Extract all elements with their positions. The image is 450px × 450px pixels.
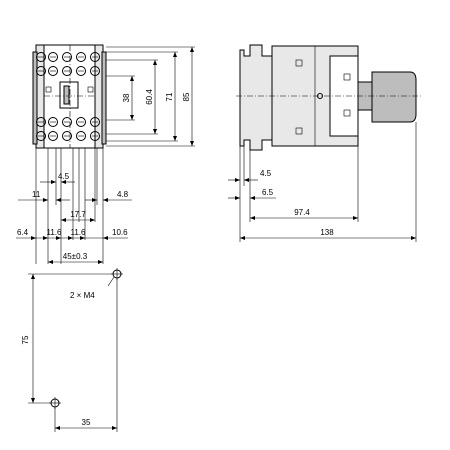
mounting-hole-label: 2 × M4 [70, 291, 95, 300]
dim-85: 85 [182, 92, 191, 101]
side-mounting-base [239, 44, 273, 151]
side-dims [228, 122, 417, 242]
side-actuator-knob [371, 71, 417, 123]
dim-17-7: 17.7 [70, 210, 86, 219]
dim-6-4: 6.4 [17, 228, 29, 237]
label-marker [45, 86, 52, 93]
label-marker [87, 86, 94, 93]
side-screw [295, 127, 303, 135]
dim-4-5-side: 4.5 [260, 169, 272, 178]
dim-71: 71 [165, 92, 174, 101]
actuator-slider [63, 85, 70, 105]
dim-97-4: 97.4 [294, 208, 310, 217]
mounting-pattern [28, 268, 123, 432]
front-left-lug [32, 51, 38, 145]
dim-6-5: 6.5 [262, 188, 274, 197]
dim-38: 38 [122, 93, 131, 102]
dim-4-5-front: 4.5 [58, 172, 70, 181]
dim-11-6-b: 11.6 [71, 228, 87, 237]
dim-10-6: 10.6 [112, 228, 128, 237]
front-horizontal-dims [16, 148, 132, 264]
side-screw [343, 109, 351, 117]
dim-11-6-a: 11.6 [47, 228, 63, 237]
dim-35: 35 [82, 418, 91, 427]
dim-4-8: 4.8 [117, 190, 129, 199]
side-view: 4.5 6.5 97.4 138 [228, 44, 422, 242]
dim-11: 11 [32, 190, 41, 199]
front-view: 38 60.4 71 85 [16, 44, 195, 264]
dim-138: 138 [320, 228, 334, 237]
dim-45: 45±0.3 [63, 252, 88, 261]
dim-60-4: 60.4 [145, 89, 154, 105]
front-right-lug [101, 51, 107, 145]
side-screw [343, 73, 351, 81]
front-vertical-dims [106, 46, 195, 147]
side-screw [295, 59, 303, 67]
dim-75: 75 [21, 335, 30, 344]
bottom-terminals [36, 117, 100, 141]
top-terminals [36, 52, 100, 76]
